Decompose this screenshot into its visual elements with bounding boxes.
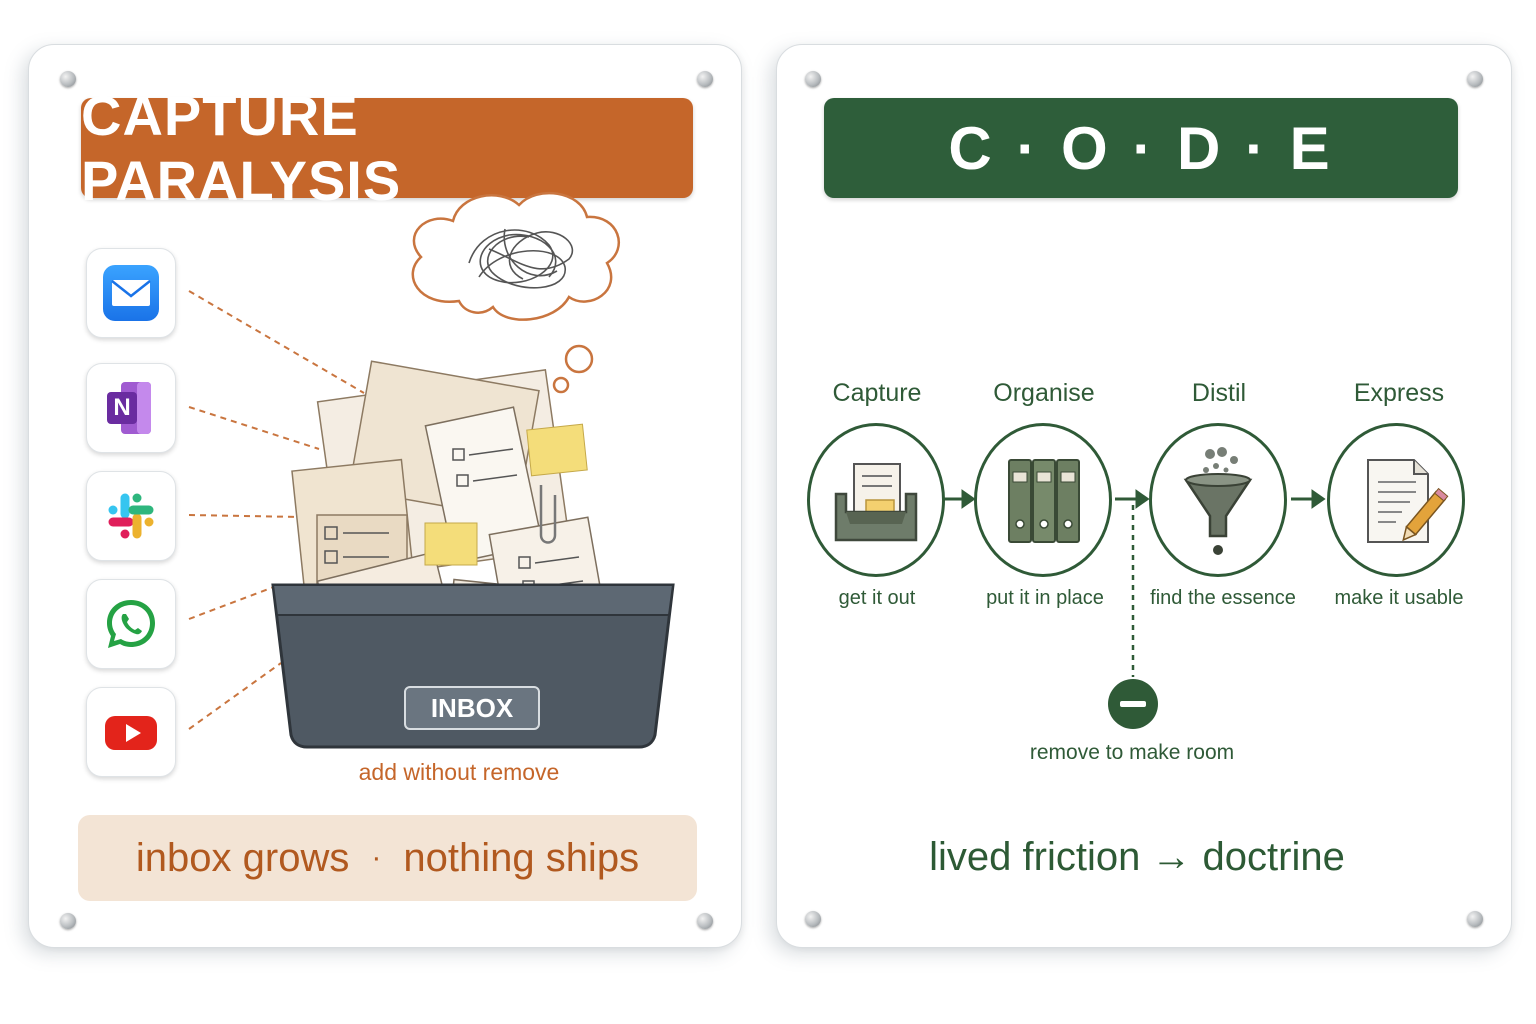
inbox-tray-illustration: [271, 583, 675, 749]
slack-icon: [108, 493, 154, 539]
slack-app-icon: [86, 471, 176, 561]
inbox-tray-icon: [834, 463, 918, 542]
whatsapp-icon: [107, 600, 155, 648]
screw: [805, 911, 821, 927]
code-panel: C · O · D · E Capture Organise Distil Ex…: [776, 44, 1512, 948]
youtube-app-icon: [86, 687, 176, 777]
step-sub-express: make it usable: [1334, 587, 1464, 609]
thought-bubble-icon: [411, 191, 620, 394]
step-title-express: Express: [1353, 379, 1445, 407]
step-title-organise: Organise: [993, 379, 1095, 407]
onenote-app-icon: N: [86, 363, 176, 453]
funnel-icon: [1183, 447, 1253, 555]
step-title-distil: Distil: [1191, 379, 1247, 407]
whatsapp-app-icon: [86, 579, 176, 669]
minus-circle-icon: [1108, 679, 1158, 729]
step-title-capture: Capture: [832, 379, 922, 407]
screw: [60, 913, 76, 929]
footer-separator: ·: [371, 841, 382, 874]
screw: [697, 71, 713, 87]
footer-nothing-ships: nothing ships: [403, 835, 640, 880]
onenote-icon: [107, 382, 151, 434]
add-without-remove-caption: add without remove: [358, 759, 560, 785]
mail-app-icon: [86, 248, 176, 338]
screw: [60, 71, 76, 87]
code-footer: lived friction → doctrine: [929, 835, 1345, 879]
step-distil: [1149, 423, 1287, 577]
mail-icon: [103, 265, 159, 321]
remove-to-make-room-label: remove to make room: [1029, 741, 1235, 764]
step-express: [1327, 423, 1465, 577]
binders-icon: [1008, 459, 1080, 543]
screw: [1467, 71, 1483, 87]
screw: [1467, 911, 1483, 927]
screw: [805, 71, 821, 87]
code-title: C · O · D · E: [824, 98, 1458, 198]
screw: [697, 913, 713, 929]
flow-connectors: [943, 489, 1326, 729]
step-sub-distil: find the essence: [1150, 587, 1296, 609]
capture-paralysis-footer: inbox grows · nothing ships: [78, 815, 697, 901]
inbox-illustration: [188, 191, 675, 749]
step-organise: [974, 423, 1112, 577]
youtube-icon: [105, 716, 157, 750]
inbox-label: INBOX: [430, 692, 514, 723]
step-capture: [807, 423, 945, 577]
onenote-letter: N: [113, 394, 131, 421]
footer-inbox-grows: inbox grows: [135, 835, 350, 880]
document-pencil-icon: [1367, 459, 1449, 543]
step-sub-capture: get it out: [838, 587, 916, 609]
step-sub-organise: put it in place: [986, 587, 1104, 609]
capture-paralysis-panel: CAPTURE PARALYSIS: [28, 44, 742, 948]
